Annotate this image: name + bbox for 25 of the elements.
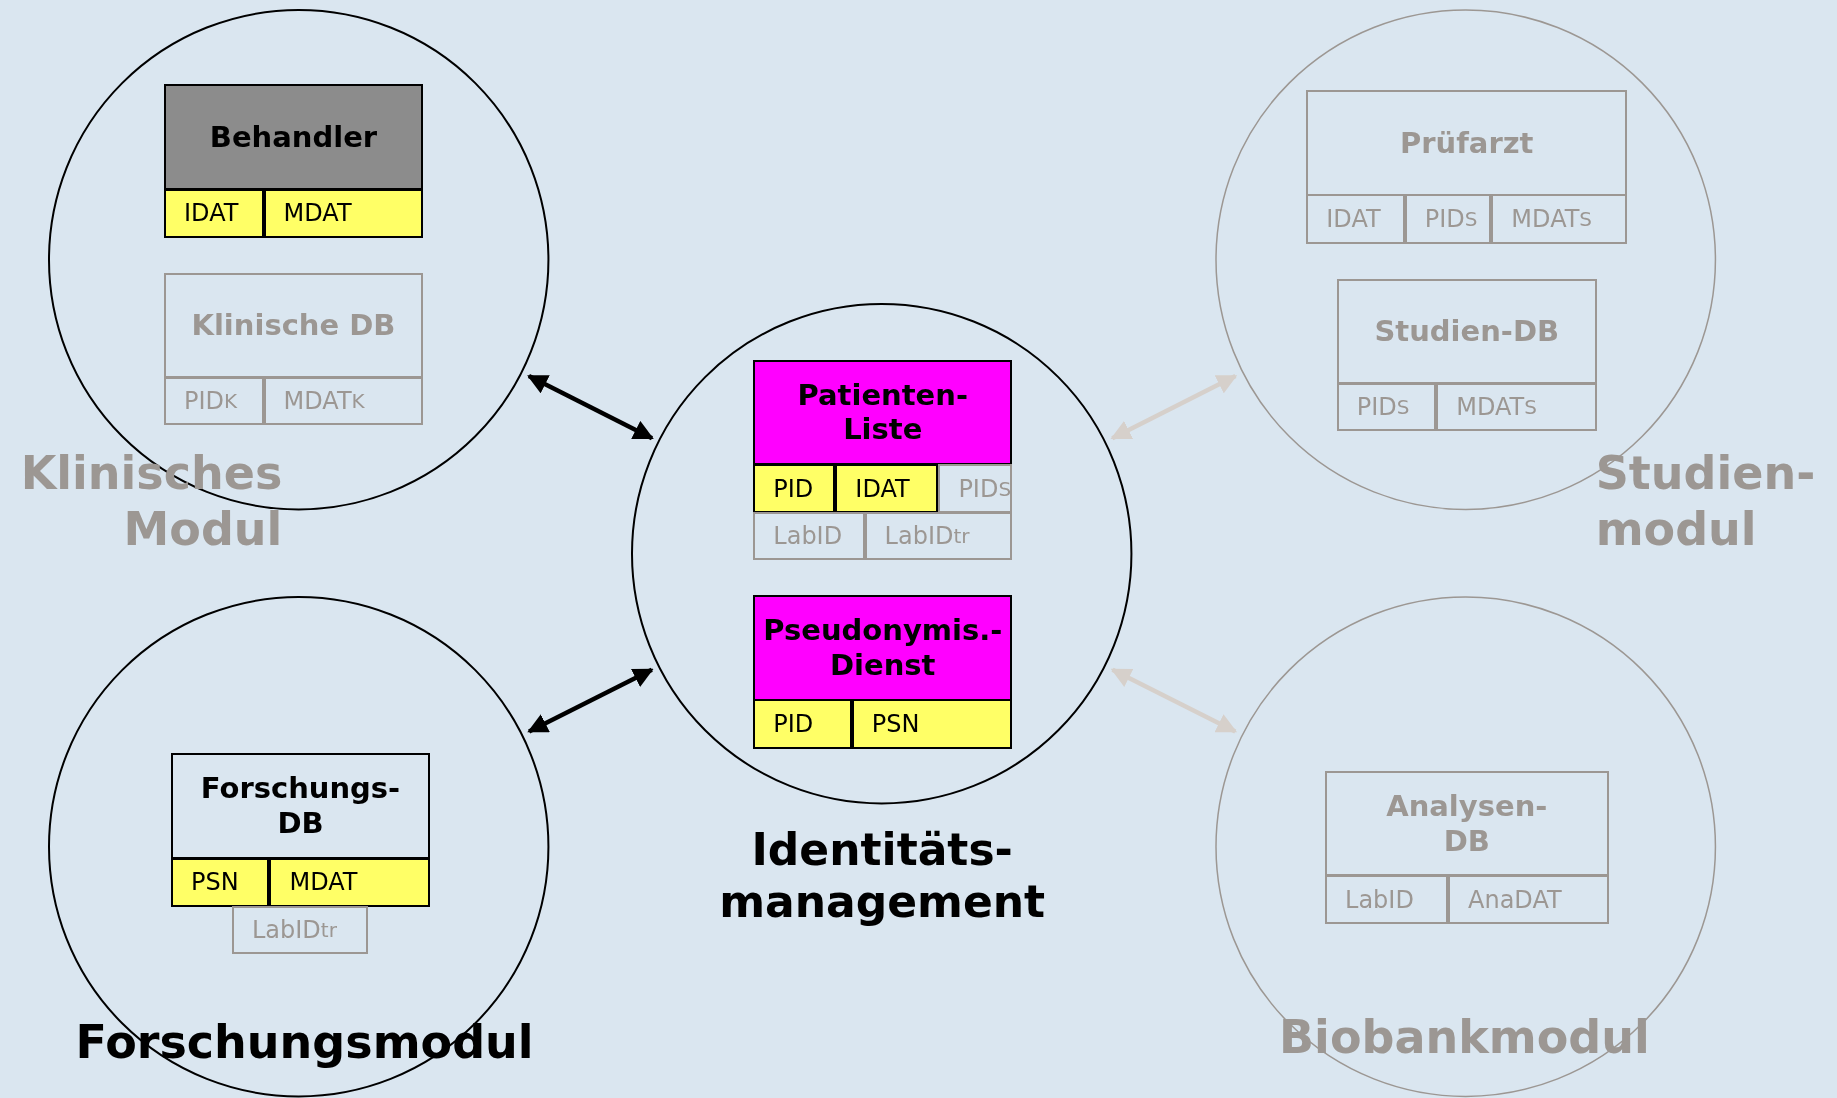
table-cell: PID: [753, 699, 852, 749]
double-arrow: [527, 667, 654, 734]
table-cell: MDAT: [263, 188, 423, 238]
module-title: Identitäts-management: [718, 823, 1047, 930]
table-header: Behandler: [164, 84, 423, 190]
table-cell: PSN: [851, 699, 1013, 749]
table-cell: LabID: [1325, 875, 1448, 925]
table-header: Studien-DB: [1336, 278, 1597, 385]
table-cell: IDAT: [835, 463, 939, 514]
double-arrow: [1110, 374, 1238, 441]
table-cell: MDAT: [269, 857, 430, 907]
double-arrow: [527, 374, 654, 441]
table-cell: LabID: [753, 511, 865, 560]
module-title: Studien-modul: [1595, 446, 1817, 557]
table-header: Klinische DB: [164, 272, 423, 379]
table-header: Pseudonymis.-Dienst: [753, 595, 1013, 701]
table-cell: IDAT: [1306, 194, 1405, 244]
table-header: Prüfarzt: [1306, 90, 1628, 196]
table-cell: IDAT: [164, 188, 264, 238]
table-cell: PSN: [171, 857, 270, 907]
table-header: Patienten-Liste: [753, 359, 1013, 466]
table-cell: AnaDAT: [1448, 875, 1609, 925]
double-arrow: [1110, 667, 1238, 734]
table-cell: PID: [753, 463, 836, 514]
table-header: Analysen-DB: [1325, 770, 1609, 877]
